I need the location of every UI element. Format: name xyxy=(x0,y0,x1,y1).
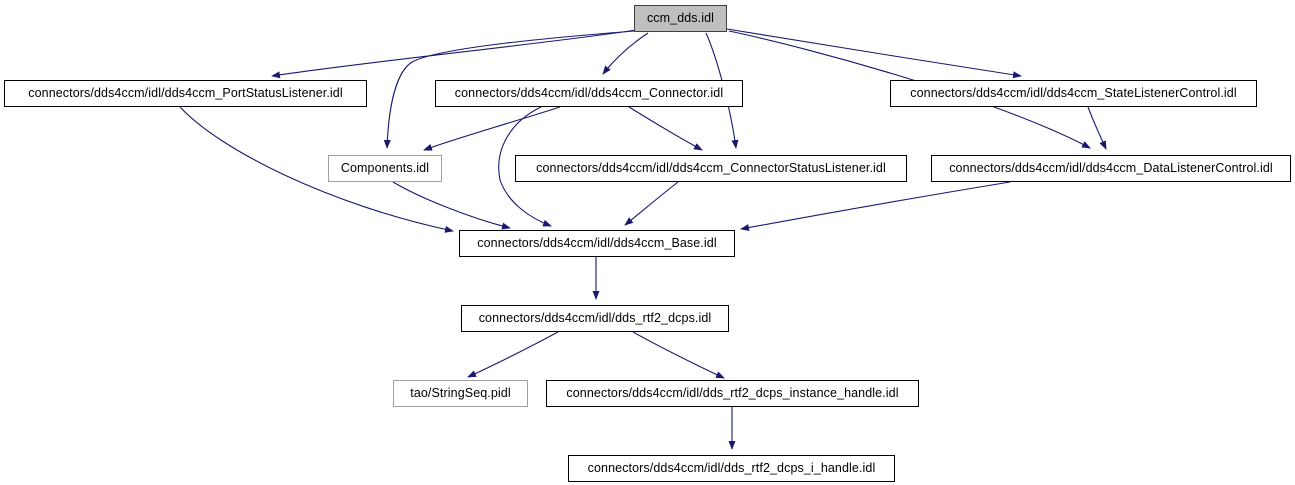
graph-node-data_listener_control[interactable]: connectors/dds4ccm/idl/dds4ccm_DataListe… xyxy=(931,155,1291,182)
graph-node-components[interactable]: Components.idl xyxy=(328,155,442,182)
graph-edge-connector_status_listener-to-base xyxy=(624,181,679,226)
graph-node-label: connectors/dds4ccm/idl/dds4ccm_StateList… xyxy=(910,86,1237,101)
graph-edge-connector-to-base xyxy=(498,106,552,227)
graph-node-dds_rtf2_dcps_instance_handle[interactable]: connectors/dds4ccm/idl/dds_rtf2_dcps_ins… xyxy=(546,380,919,407)
graph-edge-connector-to-components xyxy=(423,106,561,151)
graph-node-label: connectors/dds4ccm/idl/dds_rtf2_dcps_i_h… xyxy=(587,461,876,476)
graph-node-label: connectors/dds4ccm/idl/dds4ccm_Connector… xyxy=(536,161,886,176)
graph-edge-components-to-base xyxy=(392,181,511,230)
graph-edge-ccm_dds-to-connector xyxy=(602,32,649,75)
graph-node-label: ccm_dds.idl xyxy=(646,11,715,26)
graph-node-string_seq[interactable]: tao/StringSeq.pidl xyxy=(393,380,528,407)
graph-edge-dds_rtf2_dcps-to-string_seq xyxy=(467,331,559,378)
graph-edge-ccm_dds-to-port_status_listener xyxy=(271,29,637,79)
graph-node-connector_status_listener[interactable]: connectors/dds4ccm/idl/dds4ccm_Connector… xyxy=(515,155,907,182)
graph-node-state_listener_control[interactable]: connectors/dds4ccm/idl/dds4ccm_StateList… xyxy=(890,80,1257,107)
graph-edge-ccm_dds-to-state_listener_control xyxy=(726,28,1022,79)
graph-node-base[interactable]: connectors/dds4ccm/idl/dds4ccm_Base.idl xyxy=(459,230,735,257)
graph-edge-port_status_listener-to-base xyxy=(179,106,454,233)
graph-node-label: connectors/dds4ccm/idl/dds4ccm_Connector… xyxy=(454,86,724,101)
graph-edge-connector-to-connector_status_listener xyxy=(628,106,703,151)
graph-edge-dds_rtf2_dcps-to-dds_rtf2_dcps_instance_handle xyxy=(632,331,725,379)
graph-edge-ccm_dds-to-components xyxy=(383,30,635,149)
graph-edge-state_listener_control-to-data_listener_control xyxy=(1087,106,1107,150)
graph-node-label: connectors/dds4ccm/idl/dds4ccm_Base.idl xyxy=(477,236,717,251)
graph-edge-data_listener_control-to-base xyxy=(740,181,1011,231)
graph-node-port_status_listener[interactable]: connectors/dds4ccm/idl/dds4ccm_PortStatu… xyxy=(4,80,367,107)
graph-node-dds_rtf2_dcps_i_handle[interactable]: connectors/dds4ccm/idl/dds_rtf2_dcps_i_h… xyxy=(568,455,895,482)
graph-node-label: tao/StringSeq.pidl xyxy=(410,386,511,401)
graph-node-dds_rtf2_dcps[interactable]: connectors/dds4ccm/idl/dds_rtf2_dcps.idl xyxy=(461,305,729,332)
graph-node-label: connectors/dds4ccm/idl/dds_rtf2_dcps.idl xyxy=(478,311,712,326)
edge-group xyxy=(179,28,1107,450)
graph-node-label: connectors/dds4ccm/idl/dds4ccm_DataListe… xyxy=(949,161,1273,176)
graph-edge-ccm_dds-to-data_listener_control xyxy=(728,30,1091,149)
graph-node-label: connectors/dds4ccm/idl/dds_rtf2_dcps_ins… xyxy=(566,386,899,401)
graph-node-ccm_dds[interactable]: ccm_dds.idl xyxy=(634,5,727,32)
graph-node-connector[interactable]: connectors/dds4ccm/idl/dds4ccm_Connector… xyxy=(435,80,743,107)
graph-node-label: connectors/dds4ccm/idl/dds4ccm_PortStatu… xyxy=(28,86,343,101)
graph-node-label: Components.idl xyxy=(340,161,430,176)
